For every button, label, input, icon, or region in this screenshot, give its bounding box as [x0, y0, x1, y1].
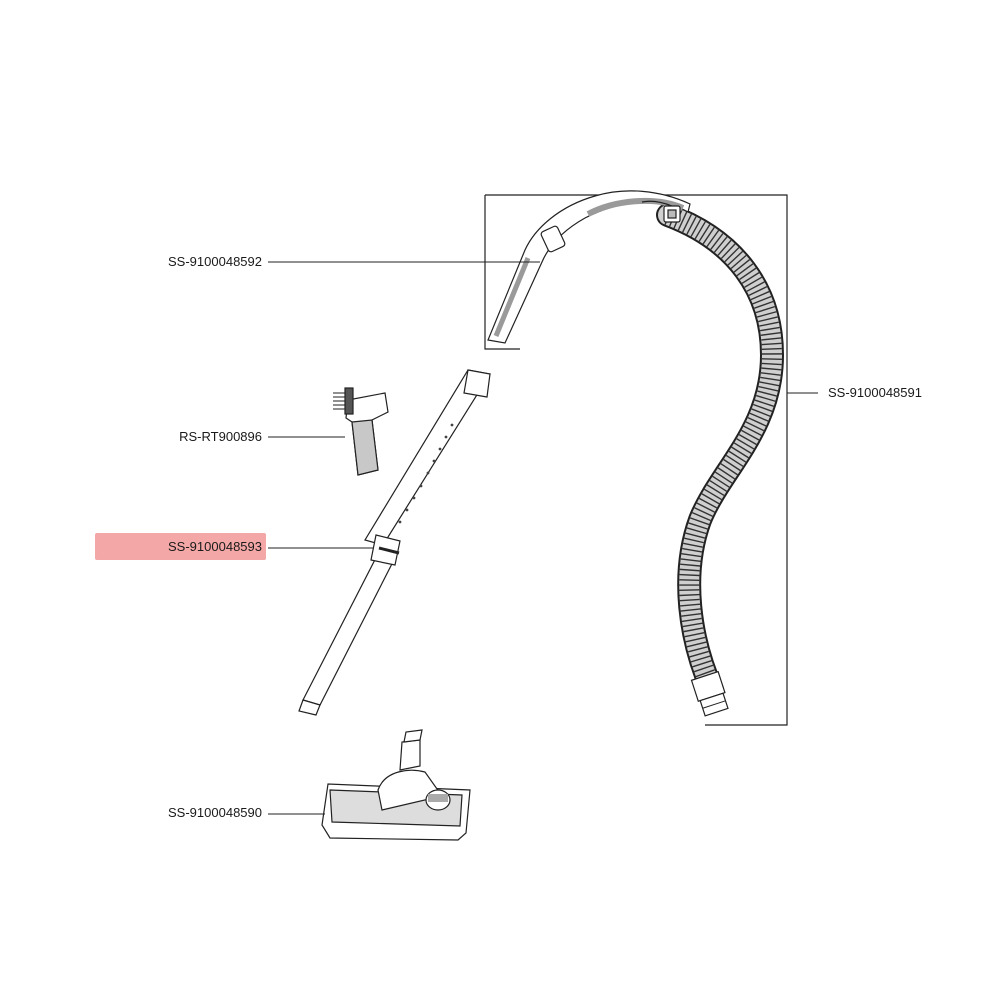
brush-part[interactable]	[333, 387, 389, 476]
part-label-handle[interactable]: SS-9100048592	[168, 254, 262, 269]
floor-nozzle-part[interactable]	[321, 729, 471, 841]
leader-lines	[268, 261, 818, 815]
tube-part[interactable]	[298, 369, 491, 716]
part-label-brush[interactable]: RS-RT900896	[179, 429, 262, 444]
part-label-hose[interactable]: SS-9100048591	[828, 385, 922, 400]
part-label-tube[interactable]: SS-9100048593	[168, 539, 262, 554]
handle-part[interactable]	[487, 190, 691, 344]
part-label-floor-nozzle[interactable]: SS-9100048590	[168, 805, 262, 820]
selected-part-highlight	[95, 533, 266, 560]
hose-part[interactable]	[656, 203, 785, 717]
